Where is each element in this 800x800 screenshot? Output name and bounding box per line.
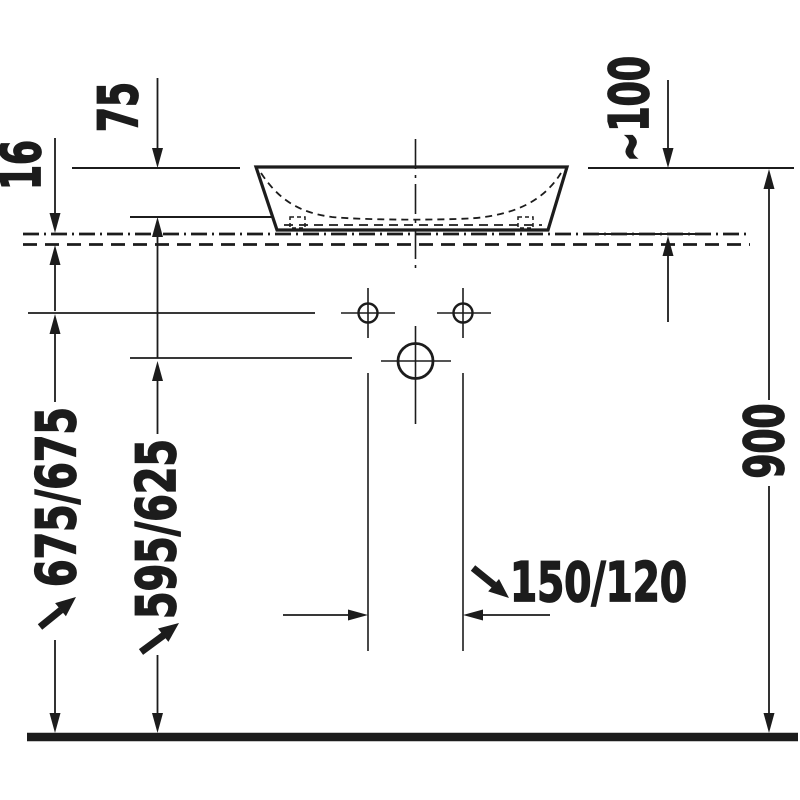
arrowhead-up bbox=[49, 314, 61, 334]
arrowhead-up bbox=[763, 169, 775, 189]
basin-outline bbox=[253, 165, 570, 232]
arrowhead-down bbox=[49, 213, 61, 233]
dim-label-150: 150/120 bbox=[510, 551, 687, 614]
arrowhead-up bbox=[152, 217, 163, 237]
arrowhead-down bbox=[152, 148, 163, 168]
dim-label-75: 75 bbox=[87, 82, 150, 132]
dimension-100: ~100 bbox=[597, 55, 674, 322]
dim-label-900: 900 bbox=[733, 404, 796, 479]
dim-label-16: 16 bbox=[0, 140, 53, 190]
washbasin bbox=[253, 139, 570, 272]
countertop-dashed-lines bbox=[23, 232, 750, 246]
arrowhead-down bbox=[662, 148, 674, 168]
arrowhead-up bbox=[152, 361, 163, 381]
basin-foot-right-dashed bbox=[517, 216, 534, 229]
variable-height-arrow-icon bbox=[138, 623, 179, 655]
dimension-16: 16 bbox=[0, 138, 61, 311]
reference-lines bbox=[28, 167, 794, 651]
arrowhead-down bbox=[152, 713, 163, 733]
dimension-75: 75 bbox=[86, 78, 163, 358]
arrowhead-up bbox=[49, 245, 61, 265]
arrowhead-down bbox=[763, 713, 775, 733]
arrowhead-down bbox=[49, 713, 61, 733]
arrowhead-right bbox=[348, 609, 368, 621]
mounting-holes bbox=[341, 288, 491, 424]
dimension-595-625: 595/625 bbox=[124, 361, 189, 733]
basin-foot-left-dashed bbox=[289, 216, 306, 229]
dimension-675-675: 675/675 bbox=[24, 314, 89, 733]
leader-arrow-icon bbox=[470, 565, 509, 598]
dimension-150-120: 150/120 bbox=[283, 550, 688, 621]
dim-label-675: 675/675 bbox=[25, 407, 88, 587]
dim-label-100: ~100 bbox=[598, 56, 661, 162]
basin-inner-bowl-dashed-curve bbox=[260, 172, 562, 221]
arrowhead-left bbox=[463, 609, 483, 621]
arrowhead-up bbox=[662, 236, 674, 256]
variable-height-arrow-icon bbox=[37, 597, 76, 630]
dim-label-595: 595/625 bbox=[125, 439, 188, 619]
dimension-900: 900 bbox=[732, 169, 797, 733]
